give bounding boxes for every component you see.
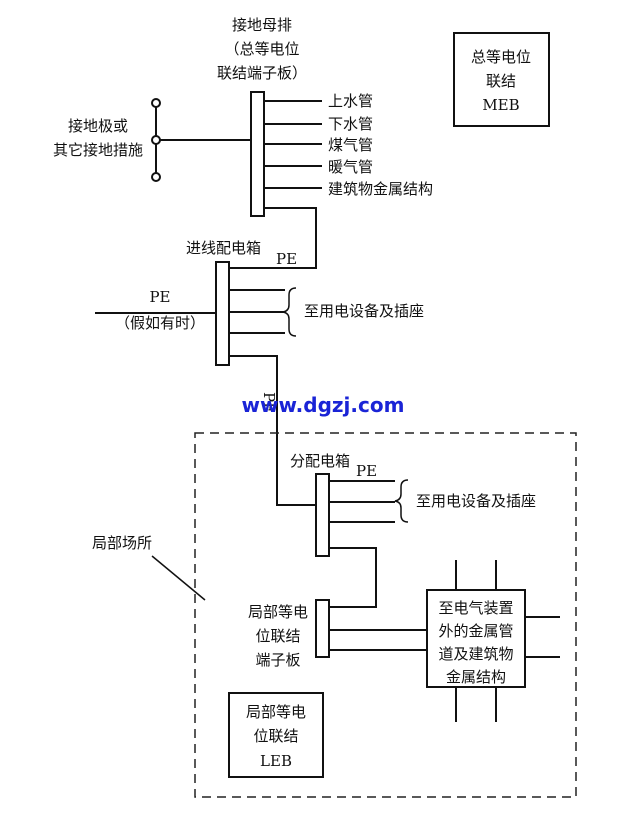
leb-bar-label-line-2: 位联结 [255,627,300,645]
main-earthing-bar [250,91,265,217]
pe-main-line [229,207,317,269]
brace-1 [282,287,297,337]
leb-box-line-2: 位联结 [253,727,298,745]
ext-box-line-4: 金属结构 [446,668,506,686]
pipe-label-gas: 煤气管 [328,136,373,154]
pipe-labels: 上水管 下水管 煤气管 暖气管 建筑物金属结构 [328,92,433,198]
meb-box-line-1: 总等电位 [471,48,531,66]
external-pipes [455,560,560,722]
brace-2 [394,479,409,523]
pipe-connections [264,100,322,189]
leb-bar [315,599,330,658]
dist-box-label: 分配电箱 [290,452,350,470]
pipe-label-water-supply: 上水管 [328,92,373,110]
earth-terminal-top [151,98,161,108]
main-bar-label-line-2: （总等电位 [224,40,299,58]
leb-bar-label-line-3: 端子板 [255,651,300,669]
earth-label: 接地极或 其它接地措施 [53,117,143,159]
earth-terminal-middle [151,135,161,145]
ext-box-line-1: 至电气装置 [438,599,513,617]
pe-label-dist: PE [356,462,377,480]
incoming-distribution-bar [215,261,230,366]
main-bar-label-line-1: 接地母排 [232,16,292,34]
pe-vertical-label: PE [260,392,278,413]
dist-outputs [329,480,395,523]
pipe-label-heating: 暖气管 [328,158,373,176]
leb-box [228,692,324,778]
ext-box-line-3: 道及建筑物 [438,645,513,663]
meb-box-line-3: MEB [482,96,519,114]
meb-box-line-2: 联结 [486,72,516,90]
dist-to-leb-line [329,547,377,608]
pe-vertical-line [229,355,316,506]
leb-box-line-1: 局部等电 [246,703,306,721]
pipe-label-drain: 下水管 [328,115,373,133]
local-area-boundary [194,432,577,798]
earth-label-line-2: 其它接地措施 [53,141,143,159]
incoming-box-label: 进线配电箱 [186,239,261,257]
pipe-label-building-metal: 建筑物金属结构 [328,180,433,198]
local-place-label: 局部场所 [92,534,152,552]
incoming-outputs [229,289,285,334]
main-bar-label-line-3: 联结端子板） [217,64,307,82]
earth-terminal-bottom [151,172,161,182]
to-equipment-label-2: 至用电设备及插座 [416,492,536,510]
external-metal-box [426,589,526,688]
earth-electrode [151,98,251,182]
watermark: www.dgzj.com [242,393,405,417]
earth-label-line-1: 接地极或 [68,117,128,135]
to-equipment-label-1: 至用电设备及插座 [304,302,424,320]
pe-left-label: PE [149,288,170,306]
local-place-leader [151,555,206,601]
ext-box-line-2: 外的金属管 [438,622,513,640]
leb-to-ext-lines [329,629,427,651]
dist-bar [315,473,330,557]
leb-box-line-3: LEB [260,752,292,770]
pe-label-incoming: PE [276,250,297,268]
meb-box [453,32,550,127]
leb-bar-label-line-1: 局部等电 [248,603,308,621]
main-earthing-bar-label: 接地母排 （总等电位 联结端子板） [217,16,307,82]
pe-left-note: （假如有时） [115,314,205,332]
